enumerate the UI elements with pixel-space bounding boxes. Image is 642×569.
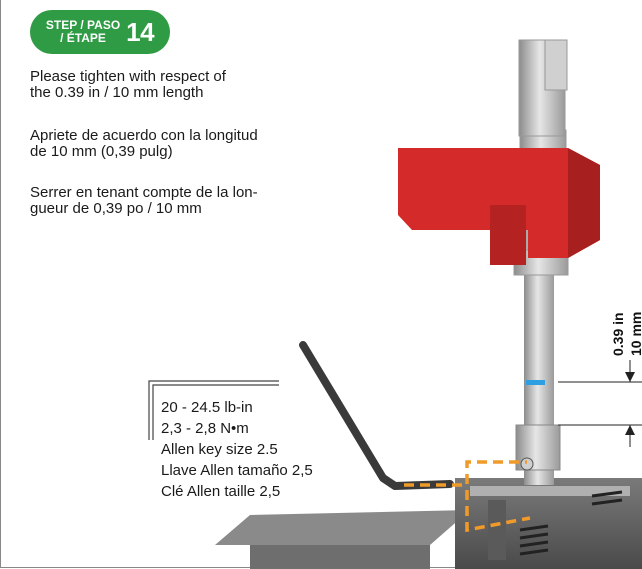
step-label-line1: STEP / PASO	[45, 18, 121, 32]
allen-size-en: Allen key size 2.5	[161, 441, 278, 458]
red-body-slot	[490, 205, 526, 265]
set-screw	[520, 457, 534, 471]
step-number: 14	[126, 16, 155, 47]
torque-spec: 20 - 24.5 lb-in 2,3 - 2,8 N•m Allen key …	[161, 397, 313, 502]
instruction-french-line2: gueur de 0,39 po / 10 mm	[30, 200, 202, 217]
dimension-mm: 10 mm	[628, 311, 642, 356]
step-label: STEP / PASO / ÉTAPE	[46, 19, 120, 45]
step-badge: STEP / PASO / ÉTAPE 14	[30, 10, 170, 54]
instruction-english-line2: the 0.39 in / 10 mm length	[30, 84, 204, 101]
base-plate	[215, 510, 470, 545]
allen-size-es: Llave Allen tamaño 2,5	[161, 462, 313, 479]
torque-nm: 2,3 - 2,8 N•m	[161, 420, 249, 437]
instruction-spanish-line2: de 10 mm (0,39 pulg)	[30, 143, 173, 160]
screw-guide-dashed	[404, 460, 531, 533]
housing-slot	[488, 500, 506, 560]
red-body-side	[568, 148, 600, 258]
instruction-spanish-line1: Apriete de acuerdo con la longitud	[30, 127, 258, 144]
dimension-arrow-bottom-icon	[625, 425, 635, 435]
torque-lbin: 20 - 24.5 lb-in	[161, 399, 253, 416]
housing-rim	[470, 486, 630, 496]
dimension-arrow-top-icon	[625, 372, 635, 382]
instruction-english-line1: Please tighten with respect of	[30, 68, 226, 85]
step-label-line2: / ÉTAPE	[60, 31, 106, 45]
base-plate-edge	[250, 545, 430, 569]
instruction-french: Serrer en tenant compte de la lon- gueur…	[30, 185, 330, 217]
instruction-spanish: Apriete de acuerdo con la longitud de 10…	[30, 128, 330, 160]
spec-bracket-inner	[152, 384, 279, 440]
blue-marker	[526, 380, 545, 385]
top-clamp-jaw	[544, 39, 568, 91]
spec-bracket	[148, 380, 279, 440]
red-body	[398, 148, 600, 258]
spring-icon	[519, 524, 549, 556]
instruction-french-line1: Serrer en tenant compte de la lon-	[30, 184, 258, 201]
spring-right-icon	[591, 490, 623, 506]
allen-key-icon	[299, 341, 454, 490]
allen-size-fr: Clé Allen taille 2,5	[161, 483, 281, 500]
instruction-english: Please tighten with respect of the 0.39 …	[30, 69, 330, 101]
dimension-inches: 0.39 in	[610, 312, 626, 356]
